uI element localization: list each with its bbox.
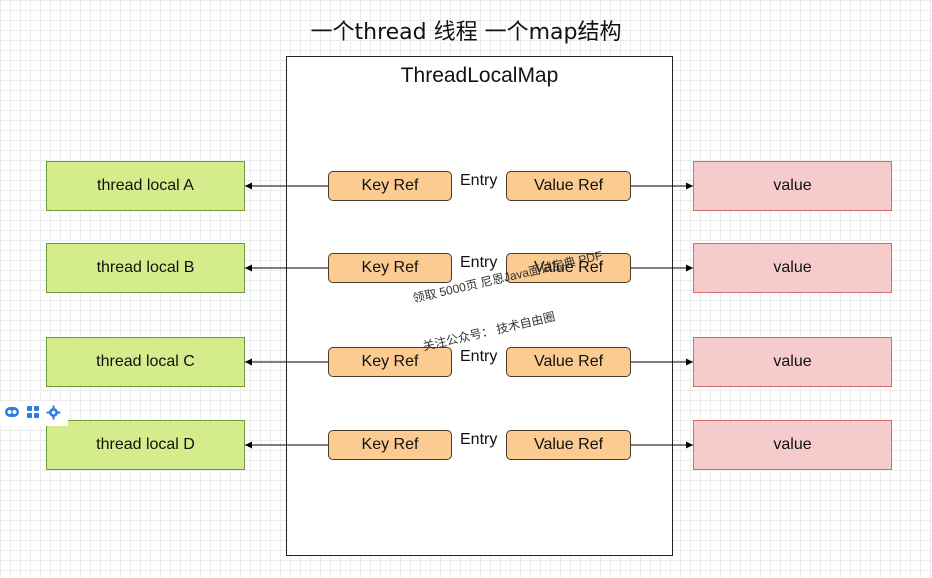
entry-label-b: Entry	[460, 254, 498, 271]
value-ref-d: Value Ref	[506, 430, 631, 460]
value-ref-c: Value Ref	[506, 347, 631, 377]
key-ref-d: Key Ref	[328, 430, 452, 460]
grid-icon[interactable]	[26, 405, 40, 423]
thread-local-d-box: thread local D	[46, 420, 245, 470]
thread-local-c-box: thread local C	[46, 337, 245, 387]
threadlocalmap-container	[286, 56, 673, 556]
key-ref-c: Key Ref	[328, 347, 452, 377]
value-box-b: value	[693, 243, 892, 293]
key-ref-b: Key Ref	[328, 253, 452, 283]
value-box-a: value	[693, 161, 892, 211]
entry-label-c: Entry	[460, 348, 498, 365]
gear-icon[interactable]	[46, 405, 61, 424]
thread-local-a-box: thread local A	[46, 161, 245, 211]
thread-local-b-box: thread local B	[46, 243, 245, 293]
value-box-c: value	[693, 337, 892, 387]
key-ref-a: Key Ref	[328, 171, 452, 201]
value-ref-a: Value Ref	[506, 171, 631, 201]
video-icon[interactable]	[4, 405, 20, 423]
entry-label-d: Entry	[460, 431, 498, 448]
value-box-d: value	[693, 420, 892, 470]
value-ref-b: Value Ref	[506, 253, 631, 283]
floating-toolbar	[0, 402, 68, 426]
diagram-title: 一个thread 线程 一个map结构	[310, 20, 622, 45]
threadlocalmap-title: ThreadLocalMap	[400, 64, 559, 87]
entry-label-a: Entry	[460, 172, 498, 189]
